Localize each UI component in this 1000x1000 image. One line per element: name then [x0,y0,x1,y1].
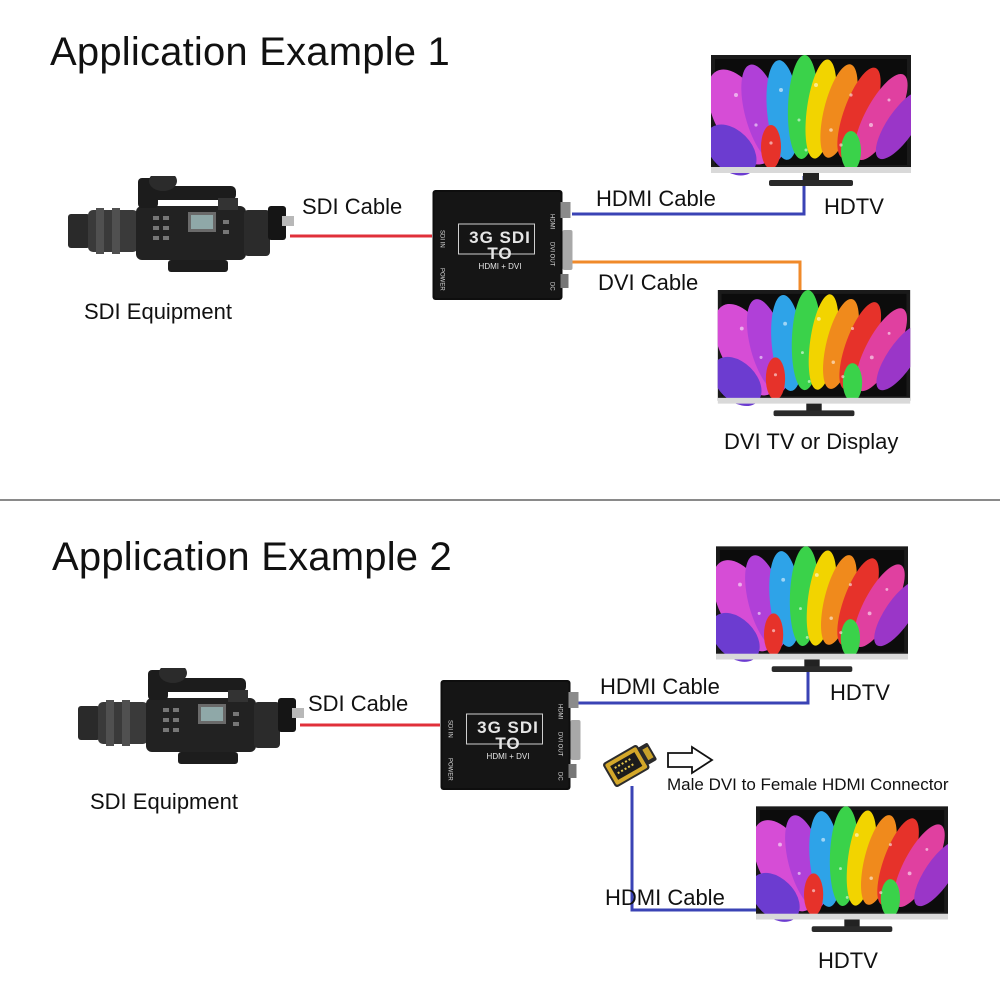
example2-hdmi-cable-bottom-line [630,786,760,912]
example1-sdi-cable-label: SDI Cable [302,194,403,219]
example1-converter-logo-sub: HDMI + DVI [478,262,522,271]
example2-sdi-equipment-label: SDI Equipment [90,789,238,814]
example1-title: Application Example 1 [50,30,450,74]
example2-arrow-icon [667,745,714,775]
example2-camera [78,668,308,768]
example2-converter-logo-main: 3G SDI TO [477,718,539,753]
example1-sdi-equipment-label: SDI Equipment [84,299,232,324]
example2-converter-logo-sub: HDMI + DVI [486,752,530,761]
example1-cables [290,176,806,296]
example2-hdtv-top-label: HDTV [830,680,890,705]
example1-dvi-cable-label: DVI Cable [598,270,699,295]
example1-converter-logo: 3G SDI TO HDMI + DVI [460,229,540,271]
example1-dvi-display-label: DVI TV or Display [724,429,899,454]
example2-hdmi-cable-bottom-label: HDMI Cable [605,885,725,910]
example2-hdtv-bottom-label: HDTV [818,948,878,973]
example2-hdmi-cable-top-line [578,666,810,705]
example2-title: Application Example 2 [52,535,452,579]
example1-converter-logo-main: 3G SDI TO [469,228,531,263]
example1-hdmi-cable-line [572,176,806,216]
section-divider [0,499,1000,501]
example2-sdi-cable-label: SDI Cable [308,691,409,716]
example1-dvi-cable-line [572,260,802,296]
example2-hdmi-cable-top-label: HDMI Cable [600,674,720,699]
example2-hdtv-bottom-image [756,806,948,936]
example1-hdmi-cable-label: HDMI Cable [596,186,716,211]
example2-connector-label: Male DVI to Female HDMI Connector [667,775,949,794]
example2-adapter-image [598,735,658,795]
example1-hdtv-label: HDTV [824,194,884,219]
example2-hdtv-top-image [716,546,908,676]
example2-converter-logo: 3G SDI TO HDMI + DVI [468,719,548,761]
